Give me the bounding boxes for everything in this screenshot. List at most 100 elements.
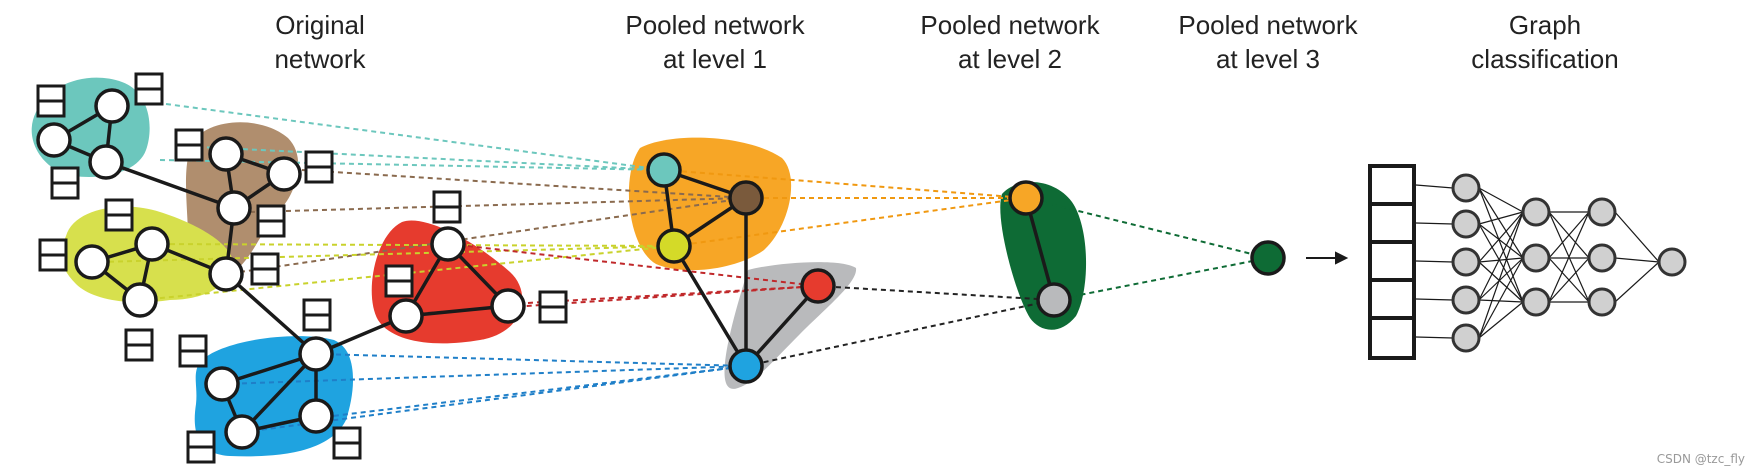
mlp-edge — [1478, 211, 1524, 339]
level1-node-red — [800, 268, 836, 304]
mlp-node — [1451, 323, 1481, 353]
feature-vector-icon — [332, 426, 362, 460]
level1-node-brown — [728, 180, 764, 216]
mlp-edge — [1478, 299, 1524, 303]
level1-node-yellow — [656, 228, 692, 264]
mlp-input-edge — [1415, 184, 1454, 189]
graph-node — [204, 366, 240, 402]
mlp-input-edge — [1415, 222, 1454, 225]
heading-line: Pooled network — [625, 10, 805, 40]
feature-vector-icon — [250, 252, 280, 286]
graph-node — [266, 156, 302, 192]
graph-node — [430, 226, 466, 262]
graph-embedding-vector — [1368, 164, 1416, 360]
pooled-clusters — [628, 137, 1087, 389]
mlp-edge — [1478, 257, 1524, 301]
heading-line: Graph — [1508, 10, 1582, 40]
feature-vector-icon — [38, 238, 68, 272]
mapping-line-brown — [301, 169, 747, 199]
mapping-line-orange — [663, 169, 1027, 199]
feature-vector-icon — [178, 334, 208, 368]
graph-node — [94, 88, 130, 124]
mlp-node — [1451, 209, 1481, 239]
mapping-line-yellow — [151, 243, 675, 247]
graph-node — [490, 288, 526, 324]
heading-line: Original — [275, 10, 365, 40]
feature-vector-icon — [174, 128, 204, 162]
graph-node — [74, 244, 110, 280]
level2-node-gray — [1036, 282, 1072, 318]
mapping-line-brown — [239, 197, 747, 273]
mlp-node — [1451, 173, 1481, 203]
mapping-line-red — [509, 285, 819, 305]
feature-vector-icon — [186, 430, 216, 464]
mlp-edge — [1478, 187, 1524, 213]
graph-node — [298, 336, 334, 372]
mlp-node — [1521, 287, 1551, 317]
level1-node-teal — [646, 152, 682, 188]
graph-node — [388, 298, 424, 334]
heading-classification: Graph classification — [1430, 8, 1660, 76]
level3-node-green — [1250, 240, 1286, 276]
heading-line: at level 1 — [662, 44, 768, 74]
heading-line: Pooled network — [920, 10, 1100, 40]
mlp-node — [1521, 243, 1551, 273]
feature-vector-icon — [432, 190, 462, 224]
feature-vector-icon — [134, 72, 164, 106]
graph-node — [298, 398, 334, 434]
mlp-edge — [1548, 257, 1590, 303]
mapping-lines — [99, 103, 1269, 433]
heading-line: network — [274, 44, 366, 74]
feature-vector-icon — [304, 150, 334, 184]
classifier-network — [1415, 173, 1687, 353]
right-arrow-icon — [1306, 251, 1349, 265]
mapping-line-teal — [165, 103, 665, 171]
pooled-nodes — [646, 152, 1286, 384]
feature-vector-icon — [302, 298, 332, 332]
level2-node-orange — [1008, 180, 1044, 216]
mlp-edge — [1478, 261, 1524, 303]
mapping-line-brown — [249, 197, 747, 213]
mlp-edge — [1614, 257, 1660, 263]
mlp-node — [1587, 287, 1617, 317]
graph-node — [36, 122, 72, 158]
heading-line: classification — [1471, 44, 1619, 74]
mapping-line-blue — [223, 365, 747, 385]
heading-line: at level 2 — [957, 44, 1063, 74]
feature-vector-icon — [538, 290, 568, 324]
mlp-node — [1451, 247, 1481, 277]
feature-vector-icon — [256, 204, 286, 238]
mapping-line-gray — [817, 285, 1055, 301]
feature-vector-icon — [124, 328, 154, 362]
heading-original-network: Original network — [220, 8, 420, 76]
feature-vector-icon — [384, 264, 414, 298]
mlp-input-edge — [1415, 336, 1454, 339]
original-network-nodes — [36, 88, 526, 450]
feature-vector-icon — [36, 84, 66, 118]
mapping-line-red — [449, 243, 819, 287]
heading-level1: Pooled network at level 1 — [600, 8, 830, 76]
heading-line: Pooled network — [1178, 10, 1358, 40]
mlp-node — [1587, 197, 1617, 227]
mlp-input-edge — [1415, 260, 1454, 263]
feature-vector-icon — [104, 198, 134, 232]
mapping-line-green — [1025, 197, 1269, 259]
mlp-node — [1657, 247, 1687, 277]
graph-node — [122, 282, 158, 318]
level1-node-blue — [728, 348, 764, 384]
mapping-line-blue — [317, 353, 747, 367]
watermark: CSDN @tzc_fly — [1656, 452, 1745, 466]
mlp-edge — [1478, 187, 1524, 303]
mlp-node — [1521, 197, 1551, 227]
mlp-edge — [1548, 211, 1590, 259]
mlp-edge — [1478, 211, 1524, 301]
mlp-edge — [1614, 211, 1660, 263]
graph-node — [208, 136, 244, 172]
mlp-edge — [1478, 223, 1524, 259]
mlp-edge — [1478, 187, 1524, 259]
feature-vector-icon — [50, 166, 80, 200]
graph-node — [216, 190, 252, 226]
mlp-input-edge — [1415, 298, 1454, 301]
mapping-line-yellow — [141, 245, 675, 301]
